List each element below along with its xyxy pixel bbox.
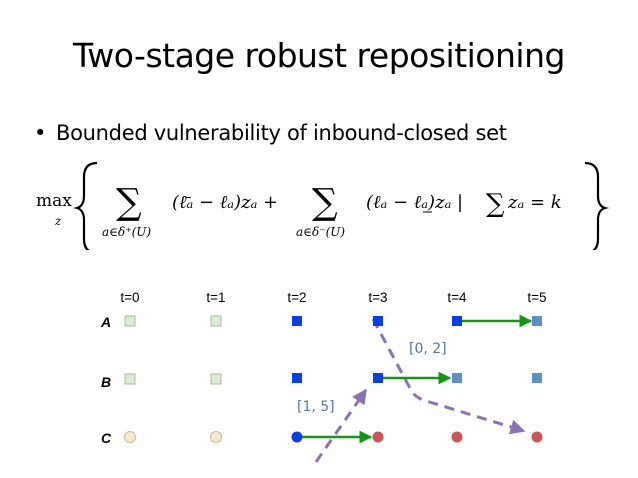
node-a-t0	[124, 315, 136, 327]
node-a-t4	[452, 316, 462, 326]
node-a-t3	[373, 316, 383, 326]
node-b-t1	[210, 373, 222, 385]
bullet-dot: •	[34, 121, 47, 145]
row-label-a: A	[100, 314, 111, 330]
interval-label-b: [1, 5]	[297, 399, 335, 415]
node-c-t1	[210, 431, 222, 443]
formula-sum-2-sub: a∈δ⁻(U)	[296, 225, 345, 239]
formula-left-brace	[73, 161, 98, 250]
node-a-t1	[210, 315, 222, 327]
row-label-c: C	[101, 430, 112, 446]
node-c-t3	[372, 431, 384, 443]
formula-max-sub: z	[54, 214, 62, 228]
node-c-t2	[291, 431, 303, 443]
bullet-item: • Bounded vulnerability of inbound-closed…	[34, 121, 507, 145]
node-b-t4	[452, 373, 462, 383]
time-label-3: t=3	[368, 290, 387, 305]
node-c-t0	[124, 431, 136, 443]
node-c-t4	[451, 431, 463, 443]
node-a-t2	[292, 316, 302, 326]
node-c-t5	[531, 431, 543, 443]
bullet-text: Bounded vulnerability of inbound-closed …	[56, 121, 507, 145]
formula-max: max	[36, 191, 72, 211]
time-label-2: t=2	[287, 290, 306, 305]
formula-term-1: (ℓ̄ₐ − ℓₐ)zₐ +	[172, 192, 278, 213]
time-label-5: t=5	[527, 290, 546, 305]
node-b-t0	[124, 373, 136, 385]
slide-title: Two-stage robust repositioning	[73, 36, 565, 75]
formula: max z ∑ a∈δ⁺(U) (ℓ̄ₐ − ℓₐ)zₐ + ∑ a∈δ⁻(U)…	[36, 161, 609, 250]
time-label-0: t=0	[120, 290, 139, 305]
dashed-arrow-a-to-c	[371, 318, 526, 435]
formula-constraint: zₐ = k	[507, 192, 562, 213]
formula-sum-3: ∑	[486, 189, 505, 219]
node-b-t2	[292, 373, 302, 383]
formula-sum-1: ∑	[116, 182, 142, 223]
time-label-1: t=1	[206, 290, 225, 305]
time-label-4: t=4	[447, 290, 467, 305]
formula-term-2: (ℓₐ − ℓₐ)zₐ |	[366, 192, 463, 213]
row-label-b: B	[101, 374, 111, 390]
interval-label-a: [0, 2]	[409, 341, 447, 357]
node-a-t5	[532, 316, 542, 326]
formula-sum-1-sub: a∈δ⁺(U)	[102, 225, 151, 239]
formula-right-brace	[584, 161, 609, 250]
node-b-t3	[373, 373, 383, 383]
formula-sum-2: ∑	[312, 182, 338, 223]
node-b-t5	[532, 373, 542, 383]
dashed-arrow-c-to-b	[314, 388, 368, 463]
